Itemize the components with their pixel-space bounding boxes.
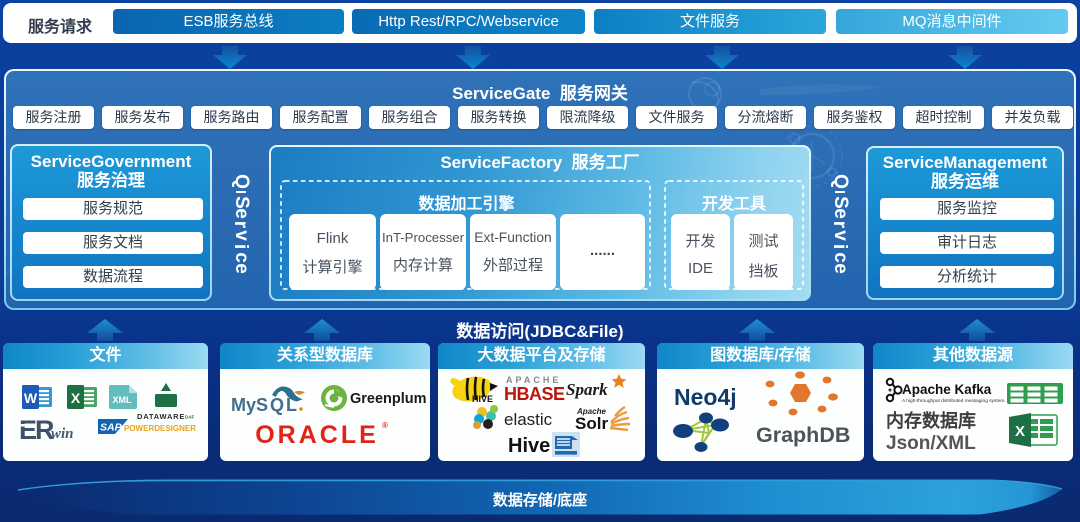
svg-text:DATAWARE: DATAWARE [137, 412, 185, 421]
svg-text:SAP: SAP [100, 422, 123, 434]
svg-text:GraphDB: GraphDB [756, 423, 850, 447]
svg-text:My: My [231, 395, 256, 415]
svg-text:DAF: DAF [185, 415, 194, 420]
svg-text:W: W [24, 390, 38, 406]
svg-text:APACHE: APACHE [506, 375, 561, 385]
svg-text:Apache: Apache [576, 407, 606, 416]
svg-text:win: win [51, 426, 74, 442]
svg-text:POWERDESIGNER: POWERDESIGNER [124, 424, 196, 433]
svg-text:A high-throughput distributed: A high-throughput distributed messaging … [902, 398, 1006, 404]
svg-text:Apache Kafka: Apache Kafka [902, 382, 992, 397]
svg-text:Spark: Spark [566, 380, 608, 399]
svg-text:XML: XML [113, 395, 133, 405]
svg-text:HIVE: HIVE [472, 394, 493, 404]
svg-text:X: X [71, 390, 81, 406]
svg-text:ORACLE: ORACLE [255, 421, 379, 449]
svg-text:elastic: elastic [504, 410, 553, 429]
svg-text:Solr: Solr [575, 414, 608, 433]
svg-text:®: ® [382, 421, 388, 430]
svg-text:Hive: Hive [508, 435, 550, 457]
svg-text:Json/XML: Json/XML [886, 433, 976, 454]
svg-text:HBASE: HBASE [504, 384, 565, 404]
svg-text:Neo4j: Neo4j [674, 384, 737, 410]
svg-text:X: X [1015, 423, 1025, 440]
svg-text:内存数据库: 内存数据库 [886, 410, 976, 431]
svg-text:Greenplum: Greenplum [350, 391, 427, 407]
svg-text:SQL: SQL [256, 395, 299, 415]
